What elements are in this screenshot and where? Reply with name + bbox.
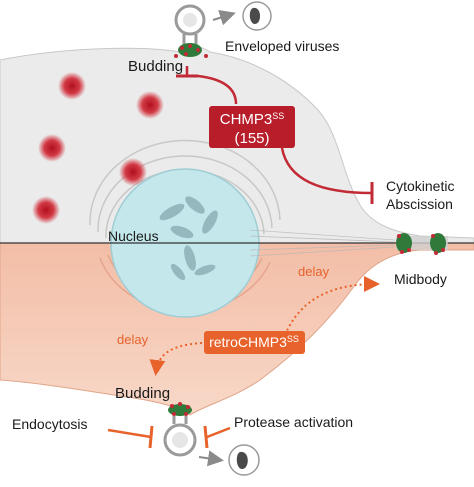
released-virus-bottom-icon (228, 444, 260, 476)
chromosomes (159, 196, 218, 281)
chmp3-box-label: CHMP3SS (220, 111, 285, 128)
budding-bottom-label: Budding (115, 385, 170, 402)
bottom-release-arrow (198, 450, 224, 467)
bottom-budding-complex (163, 402, 197, 457)
cytokinetic-label: Cytokinetic (386, 178, 454, 194)
abscission-label: Abscission (386, 196, 453, 212)
retrochmp3-box-label: retroCHMP3SS (209, 334, 299, 350)
inhibit-endocytosis-bar (148, 425, 154, 449)
retrochmp3-box (204, 331, 305, 354)
chmp3-box (209, 106, 295, 148)
endocytosis-label: Endocytosis (12, 416, 87, 432)
protease-label: Protease activation (234, 414, 353, 430)
red-dots (32, 72, 164, 224)
midbody-label: Midbody (394, 271, 447, 287)
top-release-arrow (212, 9, 236, 26)
enveloped-viruses-label: Enveloped viruses (225, 38, 339, 54)
inhibit-endocytosis-line (107, 428, 152, 439)
budding-top-label: Budding (128, 58, 183, 75)
inhibit-abscission-path (280, 147, 373, 195)
released-virus-top-icon (242, 1, 272, 31)
delay-upper-label: delay (298, 264, 330, 279)
inhibit-protease-line (206, 426, 231, 439)
chmp3-box-sublabel: (155) (234, 130, 269, 147)
top-budding-complex (174, 4, 208, 58)
delay-lower-label: delay (117, 332, 149, 347)
delay-upper-arrow (284, 276, 380, 336)
midbody (396, 233, 448, 255)
inhibit-protease-bar (203, 425, 209, 449)
delay-lower-arrow (149, 342, 203, 376)
nucleus-label: Nucleus (108, 228, 159, 244)
spindle-fibers (249, 229, 396, 257)
